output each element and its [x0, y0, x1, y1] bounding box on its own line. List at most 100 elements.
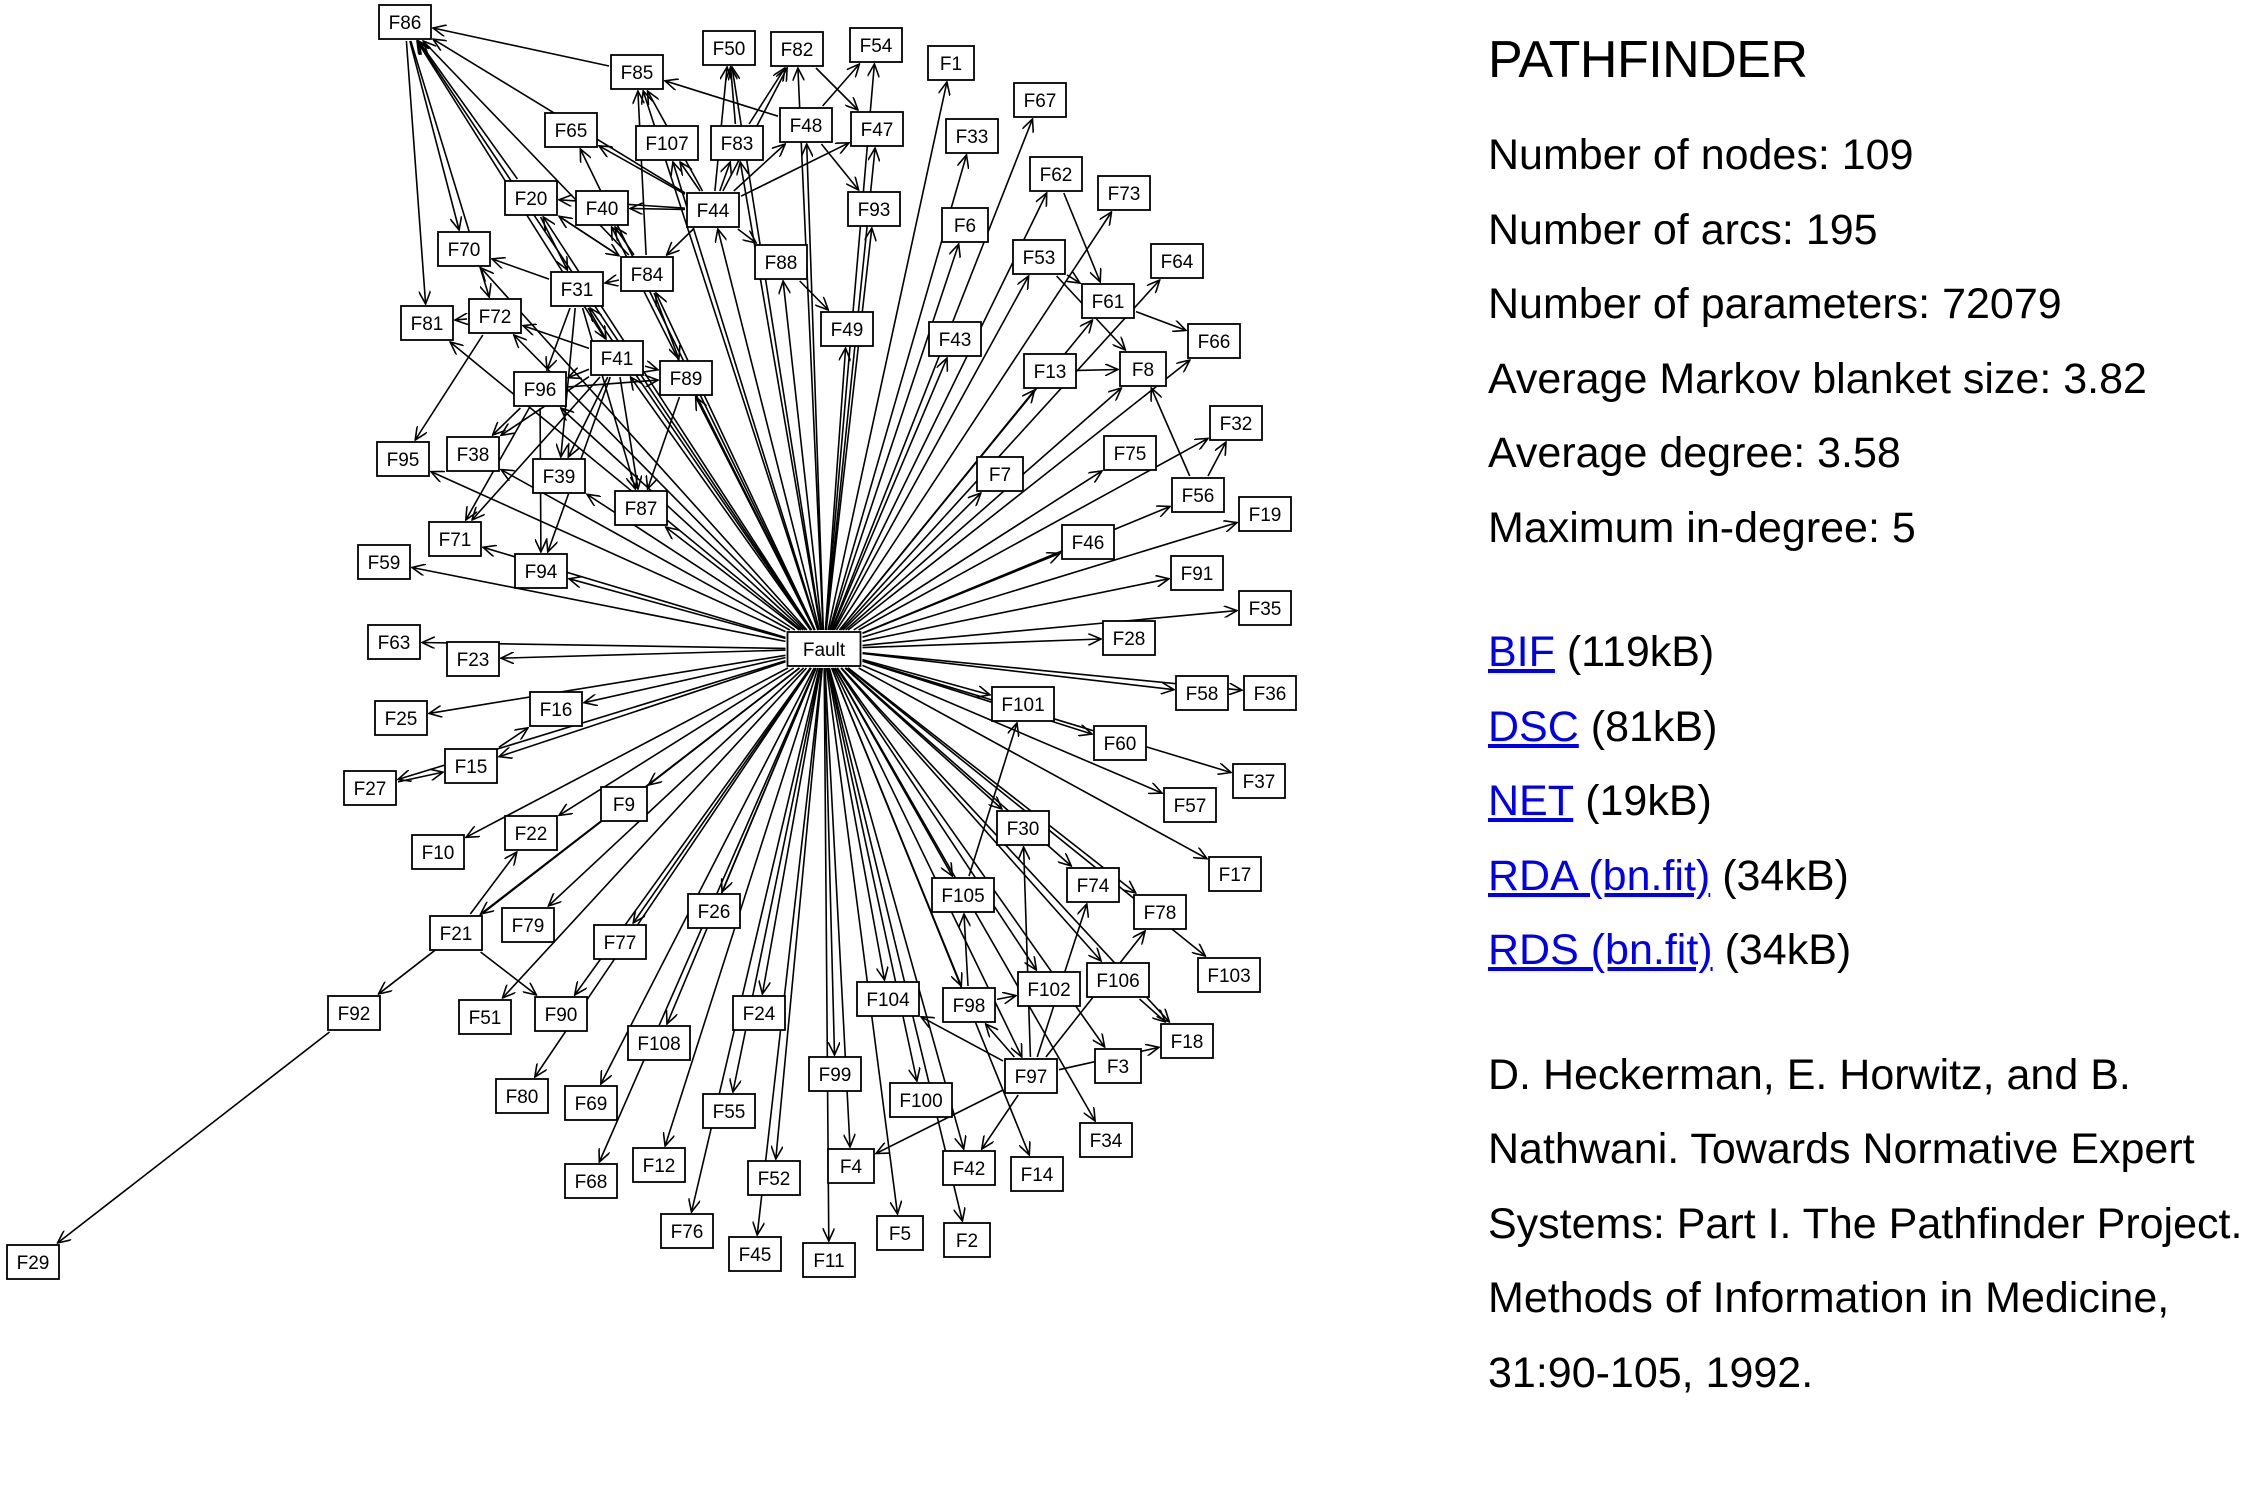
- edge-fault-to-f62: [832, 193, 1046, 631]
- node-f15: F15: [444, 748, 498, 784]
- edge-f84-to-f85: [638, 91, 647, 256]
- edge-f96-to-f38: [493, 407, 521, 435]
- edge-fault-to-f22: [559, 667, 795, 815]
- node-f75: F75: [1103, 435, 1157, 471]
- node-label: F7: [989, 465, 1011, 486]
- edge-fault-to-f12: [665, 667, 819, 1146]
- node-box: [942, 987, 996, 1023]
- node-box: [1171, 477, 1225, 513]
- node-label: F97: [1015, 1067, 1048, 1088]
- node-label: F30: [1007, 819, 1040, 840]
- node-label: F102: [1027, 980, 1070, 1001]
- node-f5: F5: [876, 1215, 924, 1251]
- edge-f48-to-f54: [821, 64, 860, 107]
- node-box: [1094, 1048, 1142, 1084]
- edge-f89-to-f87: [648, 396, 681, 489]
- node-label: F15: [455, 757, 488, 778]
- node-box: [942, 1150, 996, 1186]
- edge-fault-to-f23: [501, 649, 786, 658]
- node-box: [1079, 1122, 1133, 1158]
- node-label: F54: [860, 36, 893, 57]
- edge-f21-to-f90: [480, 951, 537, 995]
- node-label: F58: [1186, 684, 1219, 705]
- node-f72: F72: [468, 298, 522, 334]
- node-f38: F38: [446, 436, 500, 472]
- node-label: F99: [819, 1065, 852, 1086]
- edge-f72-to-f81: [455, 319, 467, 320]
- node-f86: F86: [378, 4, 432, 40]
- node-label: F51: [469, 1008, 502, 1029]
- bif-download-link[interactable]: BIF: [1488, 628, 1555, 676]
- node-f37: F37: [1232, 763, 1286, 799]
- node-label: F13: [1034, 362, 1067, 383]
- node-f40: F40: [575, 190, 629, 226]
- node-f51: F51: [458, 999, 512, 1035]
- rda-download-link[interactable]: RDA (bn.fit): [1488, 851, 1711, 900]
- node-f76: F76: [660, 1213, 714, 1249]
- edge-f97-to-f98: [986, 1024, 1016, 1058]
- node-f66: F66: [1187, 323, 1241, 359]
- edge-fault-to-f59: [412, 568, 786, 643]
- edge-fault-to-f91: [862, 579, 1170, 642]
- edge-f83-to-f50: [731, 67, 736, 125]
- edge-fault-to-f17: [858, 667, 1207, 859]
- node-f10: F10: [411, 834, 465, 870]
- node-box: [889, 1082, 953, 1118]
- node-label: F53: [1023, 248, 1056, 269]
- node-box: [1097, 175, 1151, 211]
- node-label: F44: [697, 201, 730, 222]
- node-label: F93: [858, 200, 891, 221]
- node-f41: F41: [590, 340, 644, 376]
- node-f90: F90: [534, 996, 588, 1032]
- node-box: [1163, 787, 1217, 823]
- node-box: [374, 700, 428, 736]
- node-box: [849, 27, 903, 63]
- node-label: F101: [1001, 695, 1044, 716]
- node-f31: F31: [550, 271, 604, 307]
- node-label: F103: [1207, 966, 1250, 987]
- edge-fault-to-f42: [828, 667, 963, 1149]
- rds-download-link[interactable]: RDS (bn.fit): [1488, 926, 1713, 974]
- dsc-download-link[interactable]: DSC: [1488, 702, 1579, 751]
- node-box: [534, 996, 588, 1032]
- node-f18: F18: [1160, 1023, 1214, 1059]
- node-label: F95: [387, 450, 420, 471]
- node-label: F41: [601, 349, 634, 370]
- node-label: F63: [378, 633, 411, 654]
- edge-f44-to-f48: [733, 144, 785, 192]
- node-label: F40: [586, 199, 619, 220]
- node-label: F19: [1249, 505, 1282, 526]
- node-f74: F74: [1066, 867, 1120, 903]
- node-label: F33: [956, 127, 989, 148]
- node-box: [820, 311, 874, 347]
- node-box: [6, 1244, 60, 1280]
- edge-f56-to-f32: [1207, 442, 1226, 477]
- node-label: F90: [545, 1005, 578, 1026]
- edge-fault-to-f84: [656, 293, 816, 631]
- node-f30: F30: [996, 810, 1050, 846]
- node-label: F57: [1174, 796, 1207, 817]
- node-f53: F53: [1012, 239, 1066, 275]
- node-f23: F23: [446, 641, 500, 677]
- node-box: [1017, 971, 1081, 1007]
- node-box: [575, 190, 629, 226]
- info-panel: PATHFINDER Number of nodes: 109 Number o…: [1488, 30, 2248, 1453]
- net-download-link[interactable]: NET: [1488, 777, 1574, 825]
- edge-fault-to-f24: [762, 667, 822, 994]
- node-box: [1197, 957, 1261, 993]
- node-label: F77: [604, 933, 637, 954]
- node-label: F37: [1243, 772, 1276, 793]
- edge-fault-to-f93: [825, 228, 872, 631]
- node-label: F31: [561, 280, 594, 301]
- node-f93: F93: [847, 191, 901, 227]
- node-label: F5: [889, 1224, 911, 1245]
- node-f20: F20: [504, 180, 558, 216]
- node-box: [1170, 555, 1224, 591]
- node-label: F6: [954, 216, 976, 237]
- node-f91: F91: [1170, 555, 1224, 591]
- edge-f48-to-f85: [665, 81, 779, 117]
- node-f84: F84: [620, 256, 674, 292]
- node-box: [614, 490, 668, 526]
- node-box: [1012, 239, 1066, 275]
